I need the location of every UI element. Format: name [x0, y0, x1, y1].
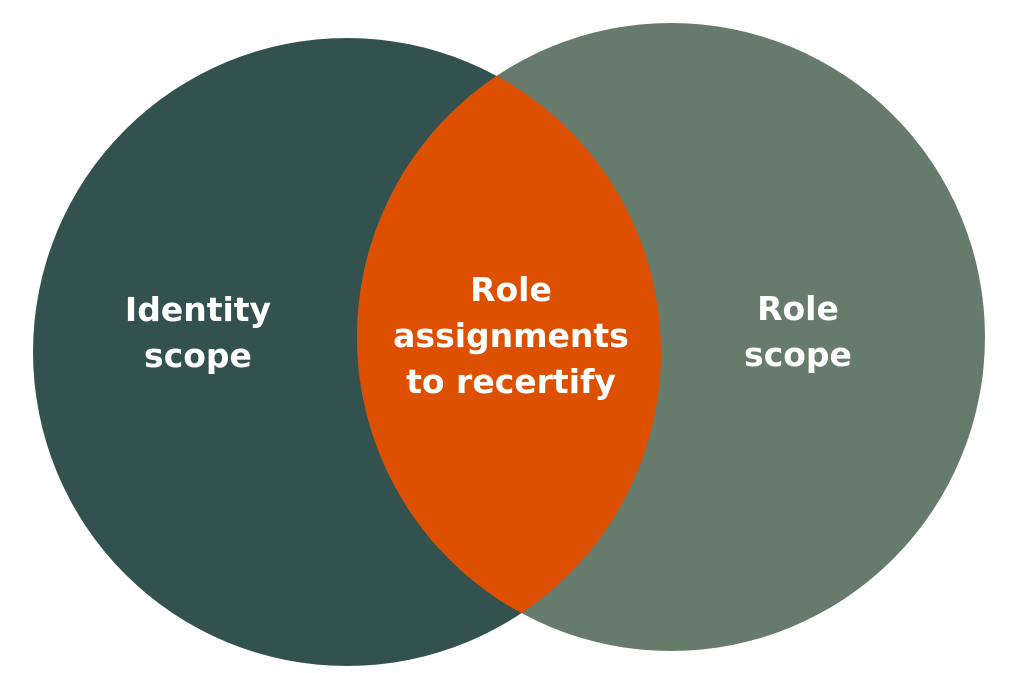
- identity-scope-label-line-2: scope: [144, 336, 252, 375]
- overlap-label-line-1: Role: [470, 270, 552, 309]
- role-scope-label: Role scope: [744, 286, 852, 378]
- overlap-label: Role assignments to recertify: [393, 267, 629, 405]
- intersection-region: [357, 38, 661, 651]
- role-scope-label-line-1: Role: [757, 289, 839, 328]
- overlap-label-line-3: to recertify: [406, 362, 616, 401]
- identity-scope-label-line-1: Identity: [124, 290, 272, 329]
- overlap-label-line-2: assignments: [393, 316, 629, 355]
- identity-scope-label: Identity scope: [125, 287, 271, 379]
- role-scope-label-line-2: scope: [744, 335, 852, 374]
